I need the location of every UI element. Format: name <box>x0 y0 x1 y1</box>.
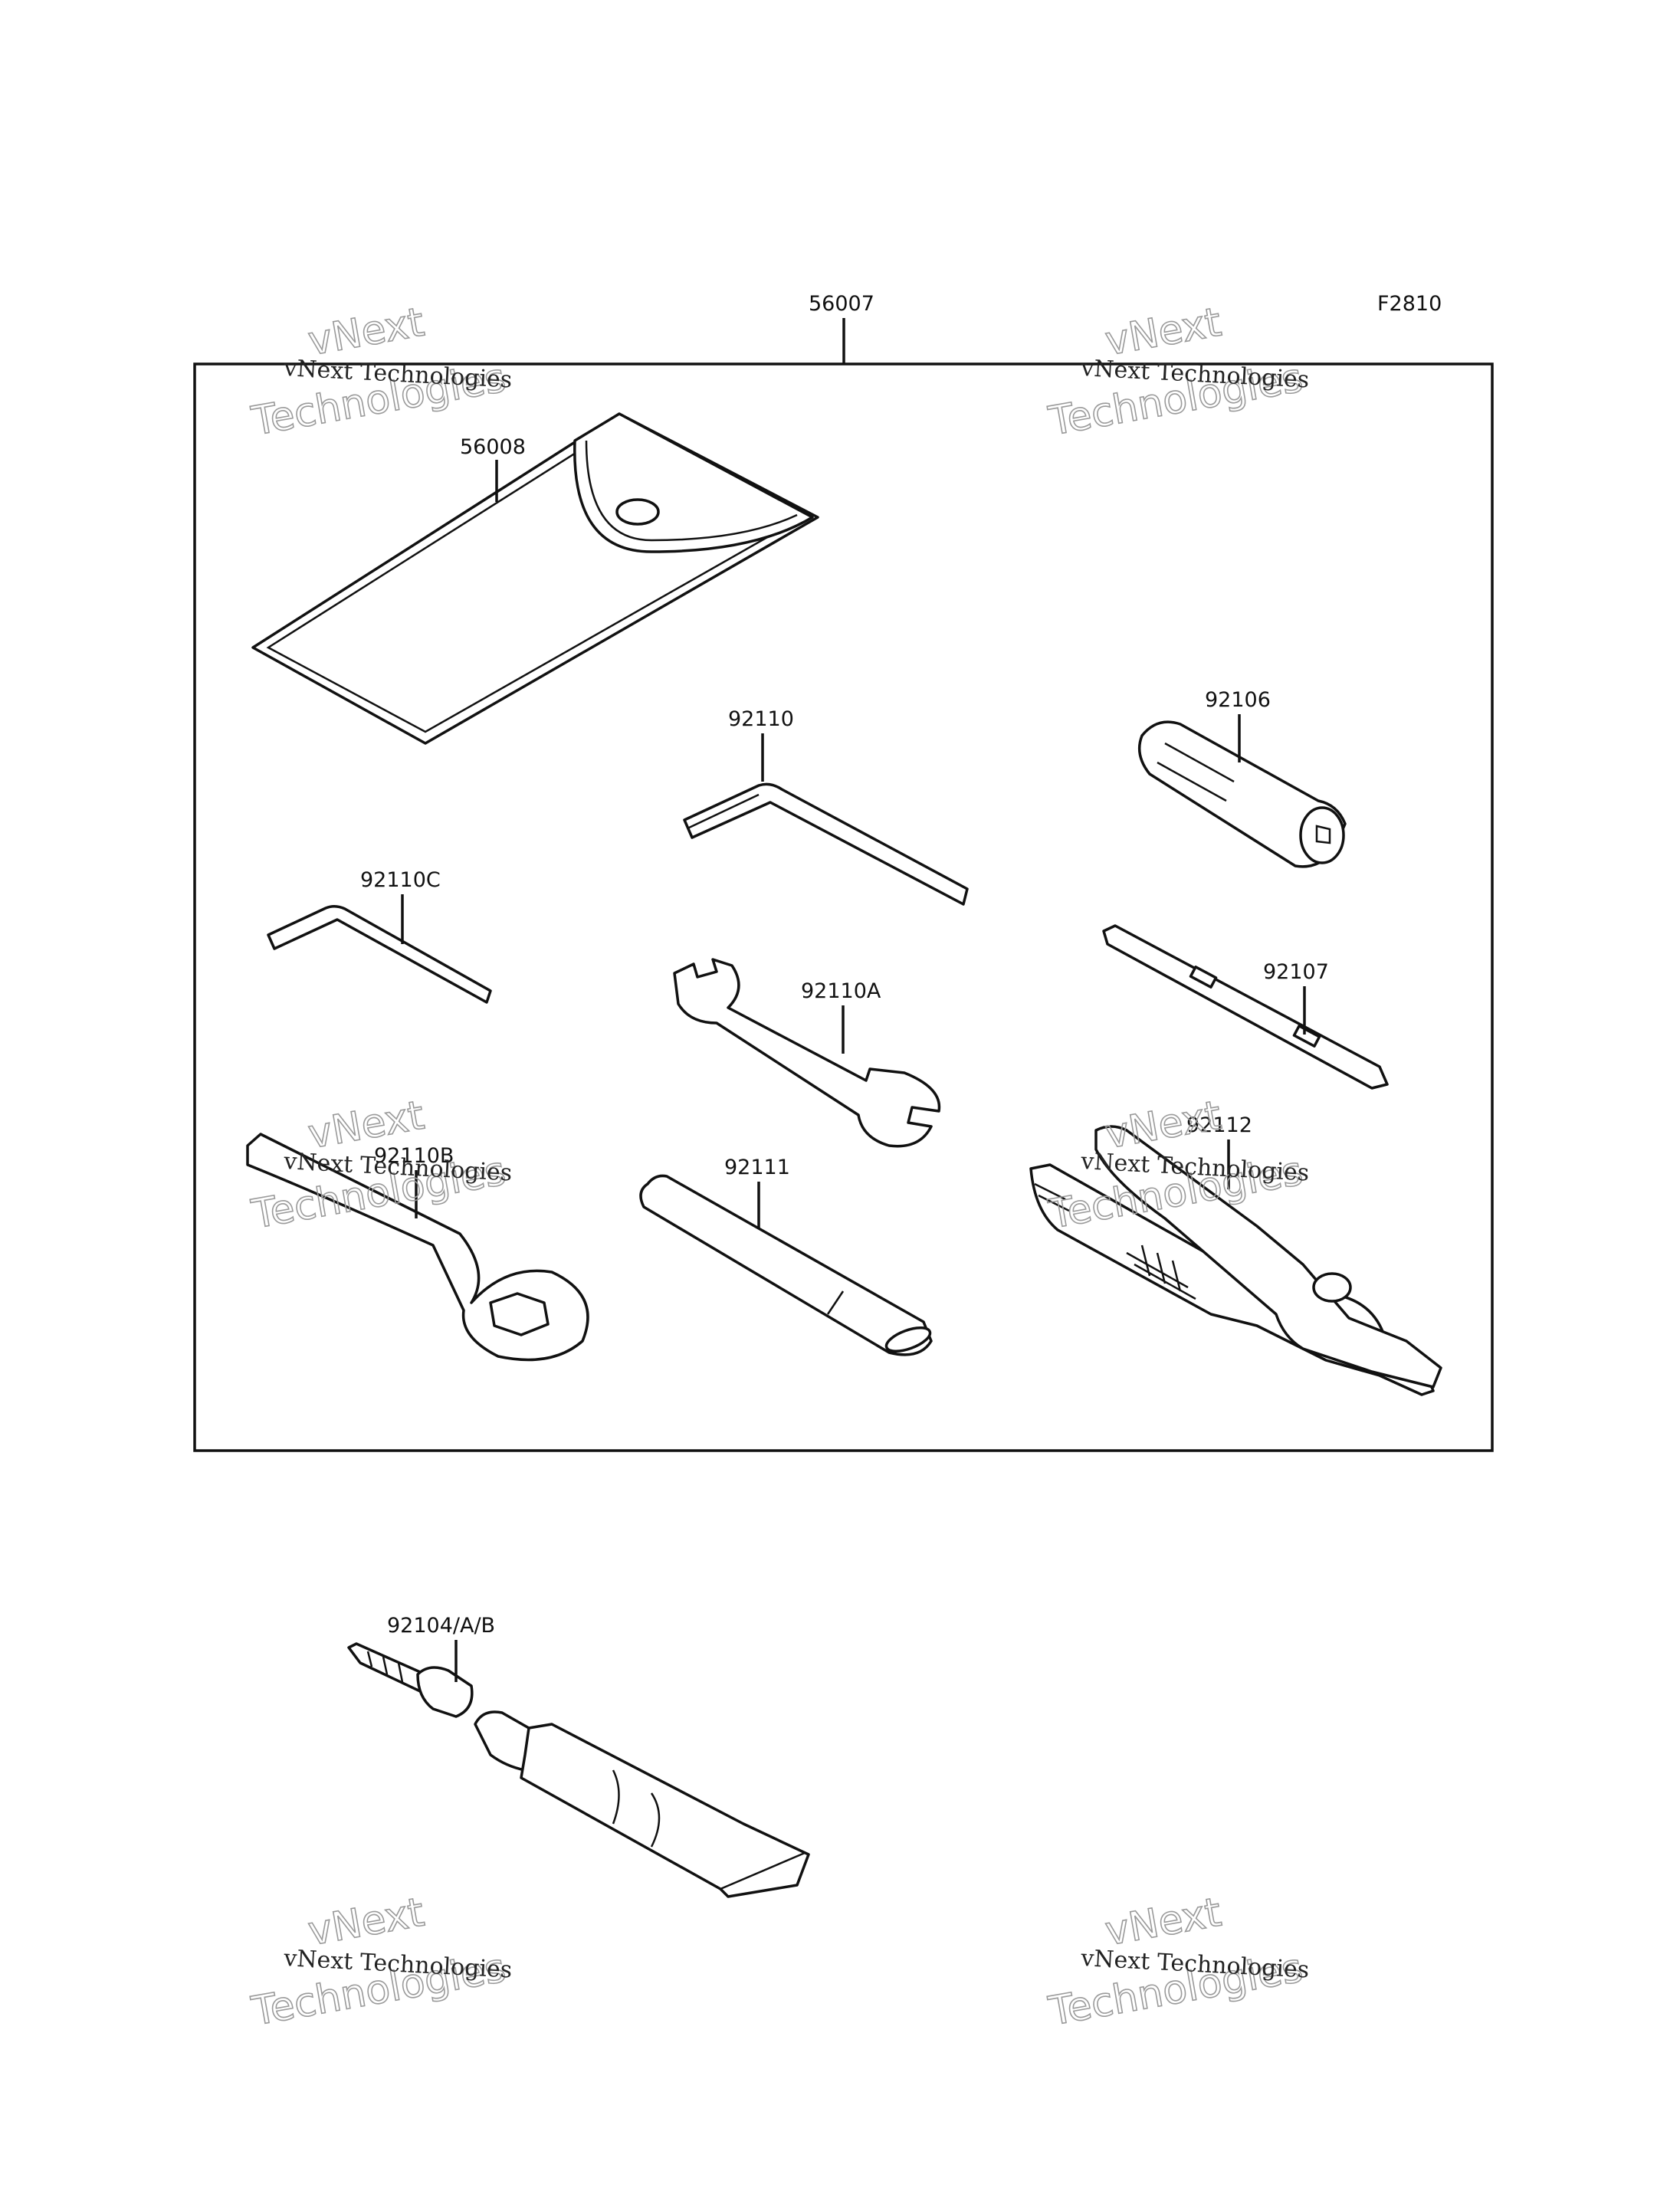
screwdriver-92107 <box>1102 924 1389 1090</box>
open-end-wrench-92110a <box>673 958 941 1148</box>
label-92104: 92104/A/B <box>387 1614 495 1638</box>
watermark-bottom-left: vNext Technologies vNext Technologies <box>248 1889 513 2036</box>
label-92110b: 92110B <box>374 1144 454 1168</box>
watermark-middle-right: vNext Technologies vNext Technologies <box>1045 1092 1310 1239</box>
tool-kit-frame <box>193 362 1494 1452</box>
label-92107: 92107 <box>1263 960 1329 984</box>
label-56007: 56007 <box>809 292 874 316</box>
watermark-top-right: vNext Technologies vNext Technologies <box>1045 299 1310 446</box>
tire-repair-kit-92104 <box>347 1642 810 1898</box>
figure-code-label: F2810 <box>1377 292 1442 316</box>
label-92110: 92110 <box>728 707 794 731</box>
handle-bar-92111 <box>639 1174 933 1356</box>
svg-text:vNext: vNext <box>1102 1093 1225 1158</box>
label-92111: 92111 <box>724 1156 790 1179</box>
hex-wrench-92110 <box>683 782 969 906</box>
spark-plug-wrench-92106 <box>1137 720 1347 868</box>
svg-text:vNext: vNext <box>305 1890 428 1955</box>
watermark-bottom-right: vNext Technologies vNext Technologies <box>1045 1889 1310 2036</box>
svg-text:vNext: vNext <box>1102 300 1225 365</box>
label-92110c: 92110C <box>360 868 441 892</box>
svg-text:vNext: vNext <box>305 300 428 365</box>
label-56008: 56008 <box>460 435 526 459</box>
ring-wrench-92110b <box>246 1133 589 1362</box>
label-92112: 92112 <box>1186 1113 1252 1137</box>
hex-wrench-92110c <box>267 905 492 1004</box>
label-92110a: 92110A <box>801 979 881 1003</box>
watermark-top-left: vNext Technologies vNext Technologies <box>248 299 513 446</box>
label-92106: 92106 <box>1205 688 1271 712</box>
pliers-92112 <box>1029 1125 1442 1396</box>
svg-text:vNext: vNext <box>1102 1890 1225 1955</box>
tool-bag-56008 <box>251 412 819 745</box>
